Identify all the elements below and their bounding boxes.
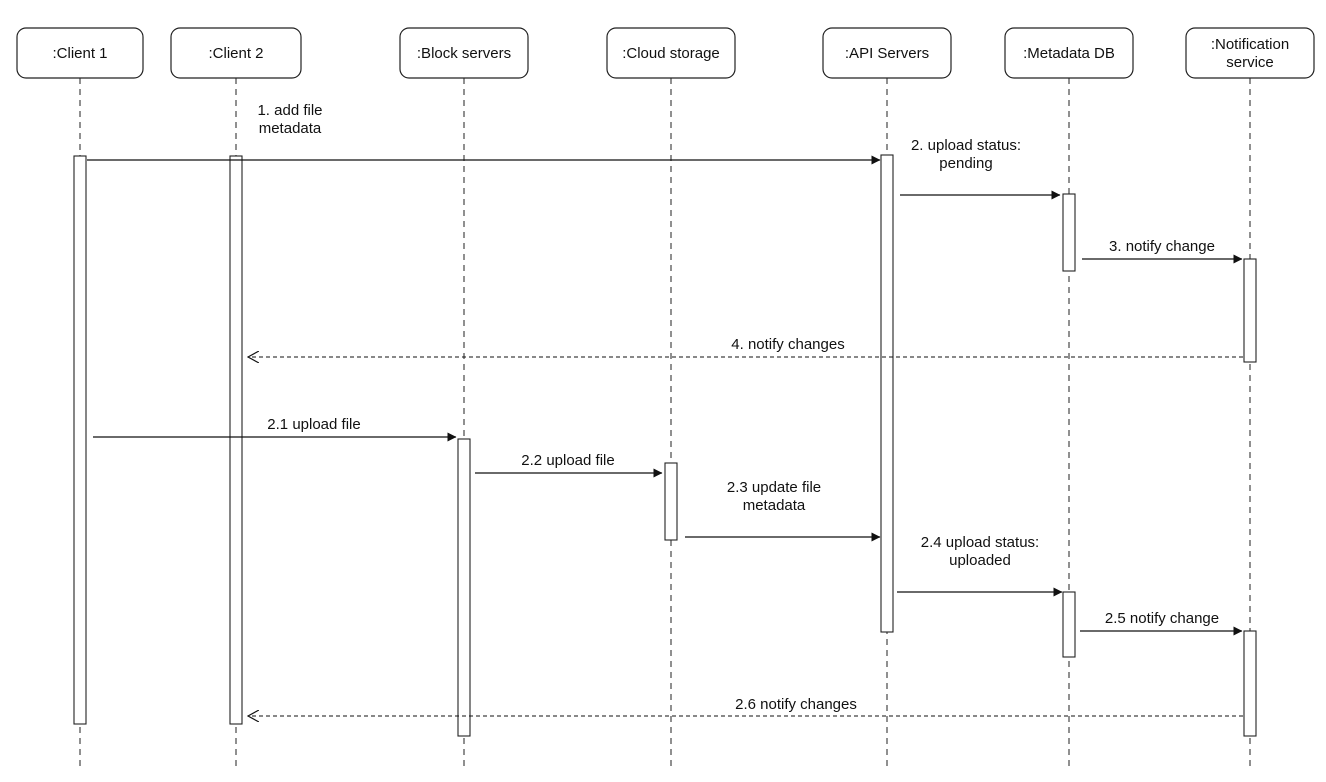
activation-bar-client1 xyxy=(73,155,87,725)
participant-box xyxy=(399,27,529,79)
participant-box xyxy=(1185,27,1315,79)
participant-label: :Block servers xyxy=(417,45,511,62)
participant-box xyxy=(822,27,952,79)
participant-label: :Cloud storage xyxy=(622,45,720,62)
message-label: 2.4 upload status:uploaded xyxy=(921,534,1039,569)
activation-bar-client2 xyxy=(229,155,243,725)
participant-label: :API Servers xyxy=(845,45,929,62)
message-m21: 2.1 upload file xyxy=(93,416,457,442)
participant-box xyxy=(16,27,144,79)
activation-bar-notif xyxy=(1243,630,1257,737)
participant-cloud: :Cloud storage xyxy=(606,27,736,79)
participant-block: :Block servers xyxy=(399,27,529,79)
message-m3: 3. notify change xyxy=(1082,238,1243,264)
activation-bar-metadb xyxy=(1062,591,1076,658)
participant-box xyxy=(170,27,302,79)
activation-bar-cloud xyxy=(664,462,678,541)
activation-bar-api xyxy=(880,154,894,633)
message-label: 2.5 notify change xyxy=(1105,610,1219,627)
message-m2: 2. upload status:pending xyxy=(900,137,1061,200)
participant-label: :Metadata DB xyxy=(1023,45,1115,62)
participant-metadb: :Metadata DB xyxy=(1004,27,1134,79)
participant-label: :Client 2 xyxy=(208,45,263,62)
message-m4: 4. notify changes xyxy=(248,336,1243,357)
participant-api: :API Servers xyxy=(822,27,952,79)
message-label: 3. notify change xyxy=(1109,238,1215,255)
participant-box xyxy=(1004,27,1134,79)
message-label: 2.1 upload file xyxy=(267,416,360,433)
participant-client2: :Client 2 xyxy=(170,27,302,79)
activation-bar-notif xyxy=(1243,258,1257,363)
message-m25: 2.5 notify change xyxy=(1080,610,1243,636)
message-label: 2. upload status:pending xyxy=(911,137,1021,172)
message-m22: 2.2 upload file xyxy=(475,452,663,478)
message-label: 4. notify changes xyxy=(731,336,844,353)
activation-bar-metadb xyxy=(1062,193,1076,272)
participant-client1: :Client 1 xyxy=(16,27,144,79)
message-m24: 2.4 upload status:uploaded xyxy=(897,534,1063,597)
message-label: 2.2 upload file xyxy=(521,452,614,469)
message-m26: 2.6 notify changes xyxy=(248,696,1243,716)
message-label: 2.6 notify changes xyxy=(735,696,857,713)
participant-box xyxy=(606,27,736,79)
activation-bar-block xyxy=(457,438,471,737)
participant-label: :Client 1 xyxy=(52,45,107,62)
